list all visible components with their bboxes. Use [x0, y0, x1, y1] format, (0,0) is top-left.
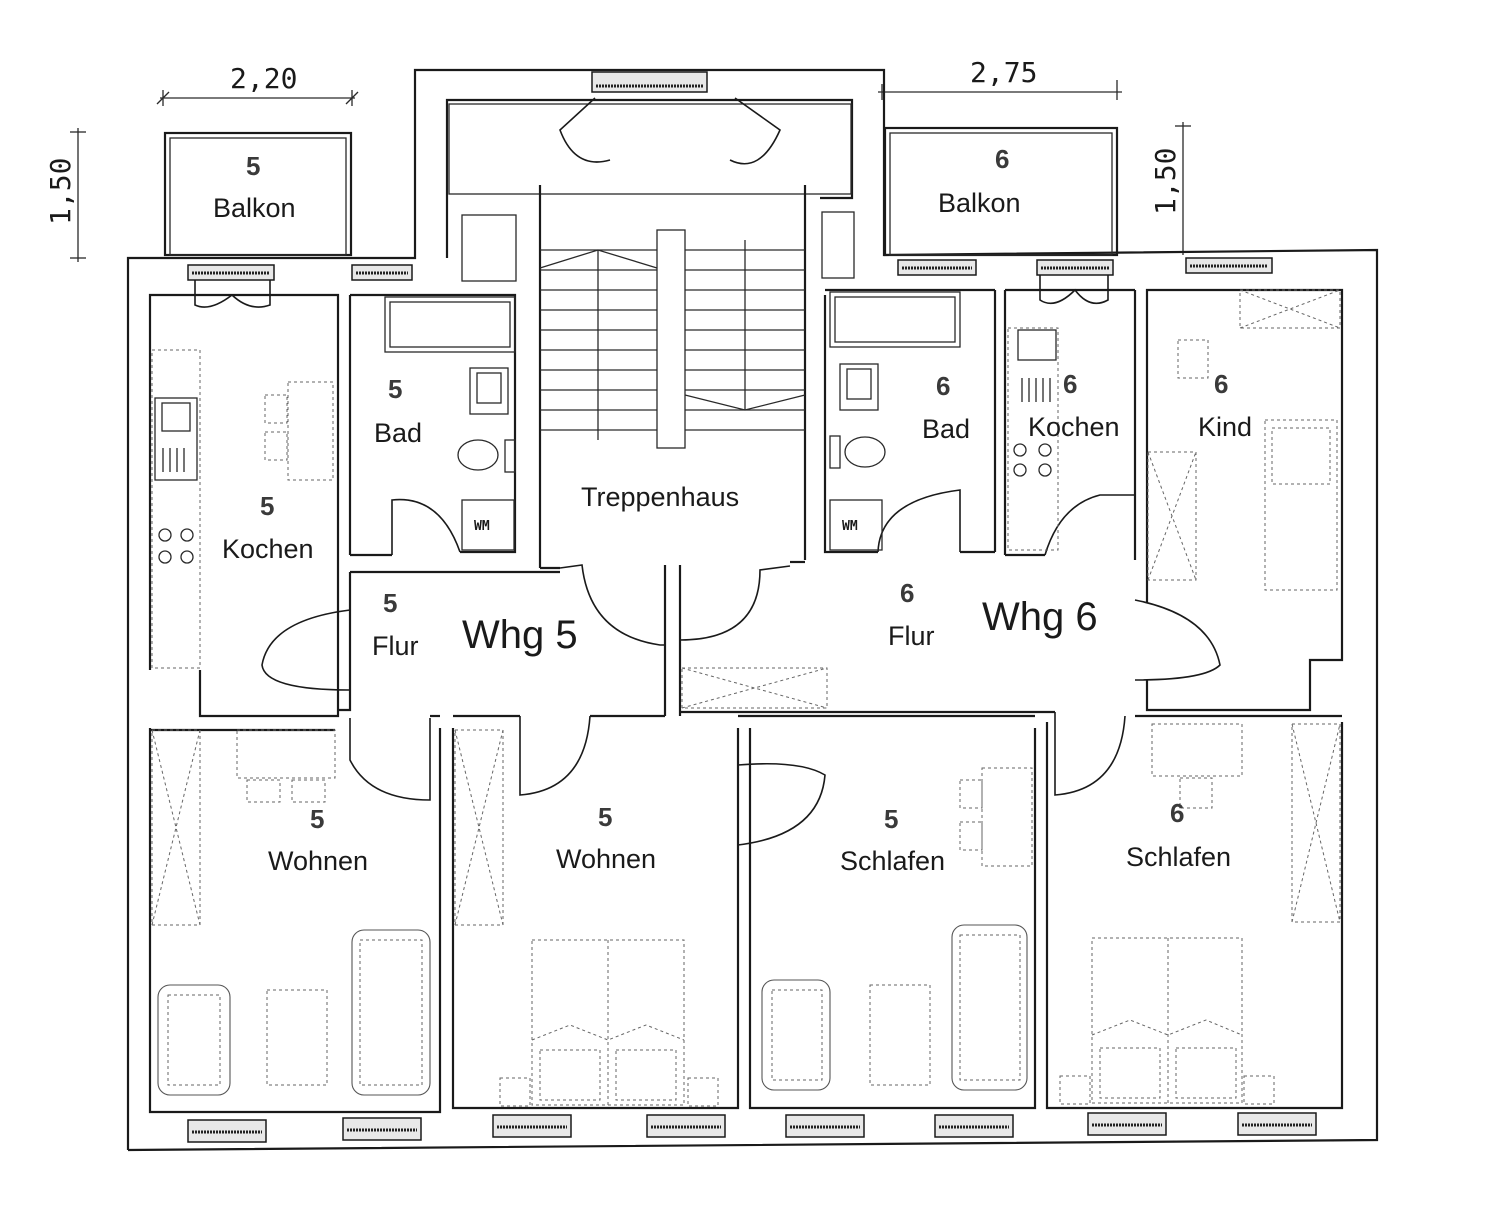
building-outline	[126, 68, 1379, 1152]
schlafen5-number: 5	[884, 804, 898, 834]
kochen6-label: Kochen	[1028, 412, 1120, 442]
flur5-label: Flur	[372, 631, 419, 661]
bathroom-5-fixtures	[384, 296, 516, 551]
wm6-label: WM	[842, 519, 858, 534]
schlafen5-label: Schlafen	[840, 846, 945, 876]
bad5-number: 5	[388, 374, 402, 404]
doors	[194, 97, 1221, 846]
wm5-label: WM	[474, 519, 490, 534]
flur6-number: 6	[900, 578, 914, 608]
dim-balcony5-width: 2,20	[230, 62, 297, 95]
dim-balcony5-depth: 1,50	[44, 158, 77, 225]
balkon6-number: 6	[995, 144, 1009, 174]
bathroom-6-fixtures	[829, 291, 961, 551]
whg6-title: Whg 6	[982, 595, 1098, 639]
balkon6-label: Balkon	[938, 188, 1021, 218]
wohnen-5b-furniture	[454, 729, 719, 1107]
wohnen5a-number: 5	[310, 804, 324, 834]
dimension-lines	[70, 80, 1191, 262]
treppenhaus-label: Treppenhaus	[581, 482, 739, 512]
flur6-label: Flur	[888, 621, 935, 651]
wohnen5b-label: Wohnen	[556, 844, 656, 874]
interior-walls	[148, 185, 1344, 1114]
wohnen5b-number: 5	[598, 802, 612, 832]
balcony-5	[163, 131, 353, 257]
schlafen6-number: 6	[1170, 798, 1184, 828]
staircase	[461, 211, 855, 449]
dim-balcony6-width: 2,75	[970, 56, 1037, 89]
bad6-number: 6	[936, 371, 950, 401]
schlafen-6-furniture	[1059, 723, 1341, 1105]
wohnen5a-label: Wohnen	[268, 846, 368, 876]
kitchen-6-fixtures	[1007, 327, 1059, 551]
balkon5-label: Balkon	[213, 193, 296, 223]
whg5-title: Whg 5	[462, 613, 578, 657]
balcony-6	[883, 126, 1119, 257]
wohnen-5a-furniture	[151, 729, 431, 1096]
schlafen-5-furniture	[761, 767, 1033, 1091]
bad5-label: Bad	[374, 418, 422, 448]
kind6-number: 6	[1214, 369, 1228, 399]
furniture	[151, 211, 1341, 1107]
kind-room-furniture	[1147, 289, 1341, 591]
kochen5-number: 5	[260, 491, 274, 521]
flur-6-wardrobe	[681, 667, 828, 709]
balkon5-number: 5	[246, 151, 260, 181]
flur5-number: 5	[383, 588, 397, 618]
schlafen6-label: Schlafen	[1126, 842, 1231, 872]
kochen6-number: 6	[1063, 369, 1077, 399]
dim-balcony6-depth: 1,50	[1149, 148, 1182, 215]
kind6-label: Kind	[1198, 412, 1252, 442]
kochen5-label: Kochen	[222, 534, 314, 564]
kitchen-5-fixtures	[151, 349, 334, 669]
windows	[187, 71, 1317, 1143]
bad6-label: Bad	[922, 414, 970, 444]
